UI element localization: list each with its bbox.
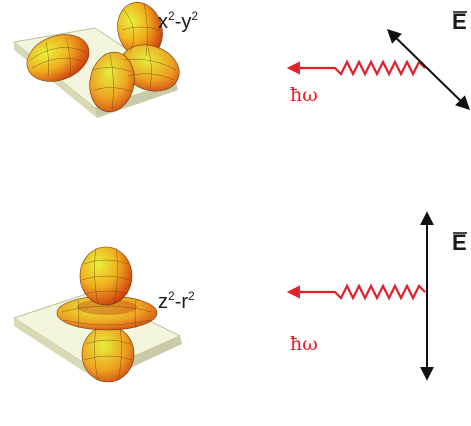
photon-arrow-bottom bbox=[286, 283, 426, 301]
orbital-x2-y2 bbox=[26, 2, 180, 113]
photon-label-bottom: ħω bbox=[290, 333, 318, 355]
panel-x2-y2: x2-y2 ħω E bbox=[12, 2, 471, 118]
orbital-label-z2-r2: z2-r2 bbox=[158, 289, 195, 313]
photon-arrow-top bbox=[286, 59, 426, 77]
photon-label-top: ħω bbox=[290, 84, 318, 106]
field-label-bottom: E bbox=[452, 230, 467, 255]
panel-z2-r2: z2-r2 ħω E bbox=[12, 211, 467, 383]
orbital-label-x2-y2: x2-y2 bbox=[158, 9, 198, 33]
field-label-top: E bbox=[452, 9, 467, 34]
orbital-z2-r2 bbox=[56, 246, 158, 383]
polarization-arrow-top bbox=[386, 29, 471, 110]
